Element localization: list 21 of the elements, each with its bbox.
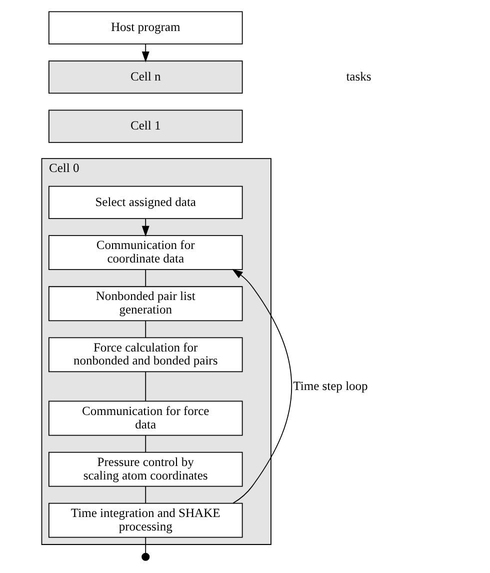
connector [145, 434, 146, 452]
connector [145, 371, 146, 402]
label: tasks [346, 69, 372, 84]
arrow [232, 269, 292, 504]
node-box: Cell 1 [48, 110, 243, 143]
node-box: Communication for coordinate data [48, 235, 243, 270]
node-box: Host program [48, 11, 243, 44]
arrow [142, 218, 150, 237]
node-box: Nonbonded pair list generation [48, 286, 243, 322]
node-box: Cell n [48, 60, 243, 94]
node-box: Time integration and SHAKE processing [48, 502, 243, 538]
node-box: Force calculation for nonbonded and bonded pairs [48, 337, 243, 372]
node-box: Communication for force data [48, 400, 243, 436]
connector [145, 486, 146, 504]
node-box: Pressure control by scaling atom coordinates [48, 452, 243, 487]
arrow [142, 44, 150, 62]
connector [145, 269, 146, 287]
connector [145, 320, 146, 338]
connector [142, 537, 150, 561]
node-box: Select assigned data [48, 186, 243, 220]
edge-label: Time step loop [293, 378, 368, 393]
